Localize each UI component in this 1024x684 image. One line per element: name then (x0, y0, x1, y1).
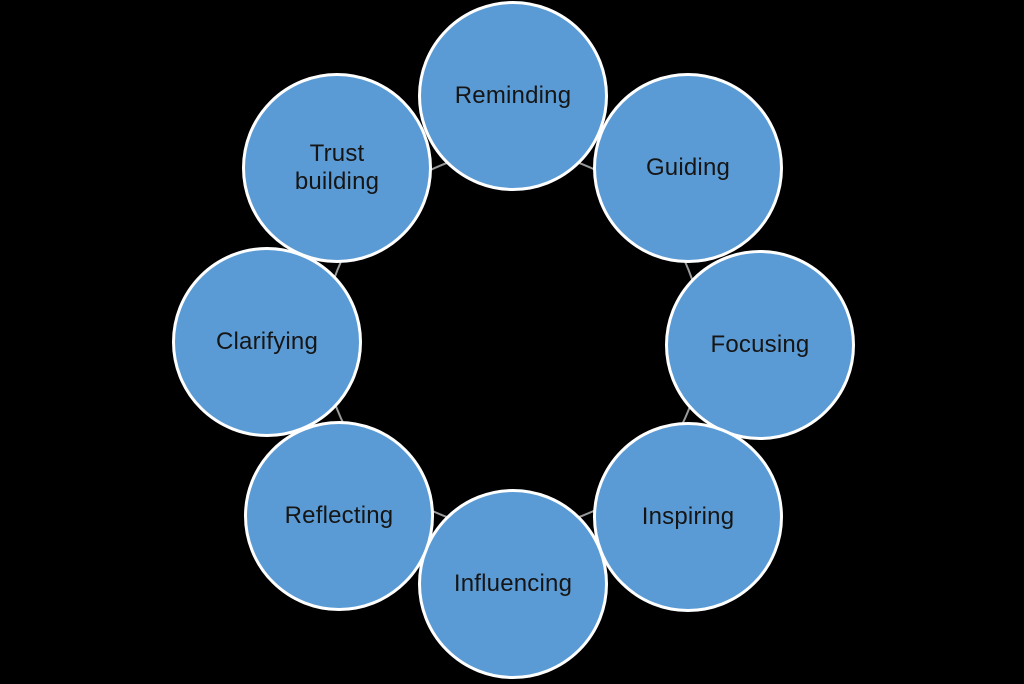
node-focusing: Focusing (665, 250, 855, 440)
node-reminding: Reminding (418, 1, 608, 191)
node-inspiring: Inspiring (593, 422, 783, 612)
node-influencing: Influencing (418, 489, 608, 679)
node-label-clarifying: Clarifying (215, 328, 319, 356)
node-guiding: Guiding (593, 73, 783, 263)
node-label-guiding: Guiding (645, 154, 731, 182)
node-label-focusing: Focusing (710, 331, 810, 359)
node-label-influencing: Influencing (453, 570, 573, 598)
node-label-trust-building: Trust building (294, 140, 380, 195)
node-label-inspiring: Inspiring (641, 503, 735, 531)
node-trust-building: Trust building (242, 73, 432, 263)
node-label-reminding: Reminding (454, 82, 572, 110)
node-reflecting: Reflecting (244, 421, 434, 611)
node-clarifying: Clarifying (172, 247, 362, 437)
node-label-reflecting: Reflecting (284, 502, 394, 530)
